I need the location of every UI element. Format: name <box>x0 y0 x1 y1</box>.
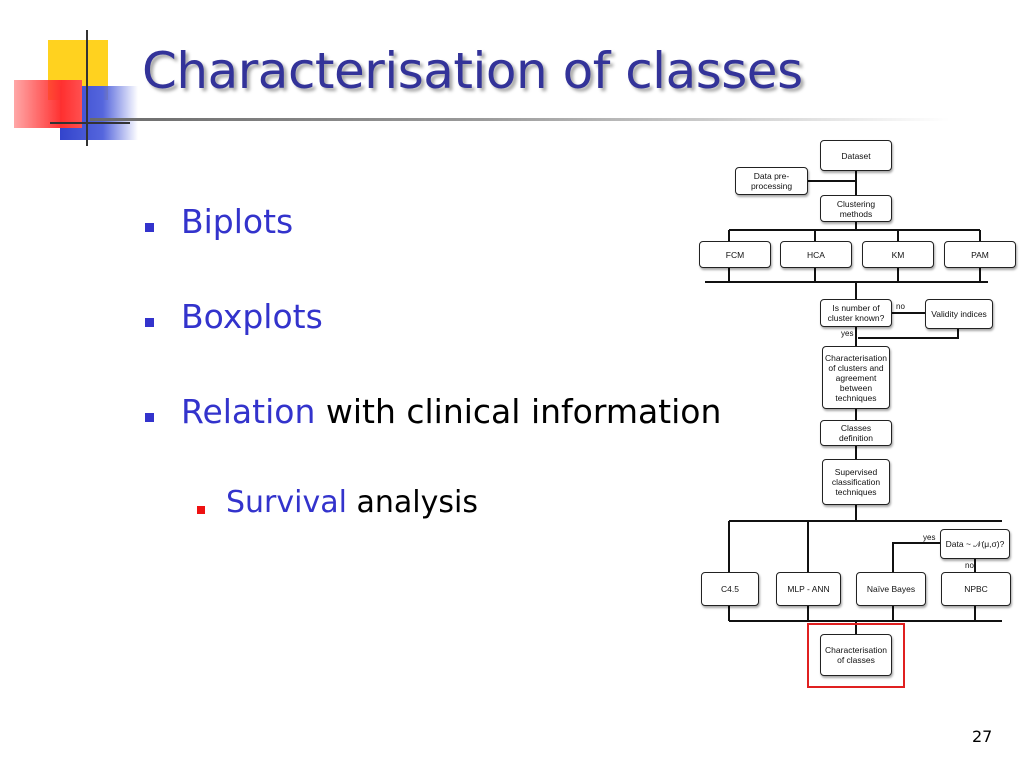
box-c45: C4.5 <box>701 572 759 606</box>
decor-red-square <box>14 80 82 128</box>
label-yes: yes <box>841 329 854 338</box>
label-no: no <box>965 561 974 570</box>
bullet-text: Biplots <box>181 202 294 241</box>
box-classes-definition: Classes definition <box>820 420 892 446</box>
bullet-text: Relation <box>181 392 316 431</box>
bullet-item: Boxplots <box>145 297 323 336</box>
decor-horizontal-line <box>50 122 130 124</box>
label-no: no <box>896 302 905 311</box>
box-supervised-classification: Supervised classification techniques <box>822 459 890 505</box>
bullet-item: Relation with clinical information <box>145 392 721 431</box>
decor-vertical-line <box>86 30 88 146</box>
highlight-box <box>807 623 905 688</box>
box-normality-question: Data ~ 𝒩(μ,σ)? <box>940 529 1010 559</box>
sub-bullet-text: Survival <box>226 485 347 520</box>
square-bullet-icon <box>145 223 154 232</box>
square-bullet-icon <box>145 318 154 327</box>
box-naive-bayes: Naïve Bayes <box>856 572 926 606</box>
box-fcm: FCM <box>699 241 771 268</box>
square-bullet-icon <box>145 413 154 422</box>
bullet-text: Boxplots <box>181 297 323 336</box>
box-characterisation-of-clusters: Characterisation of clusters and agreeme… <box>822 346 890 409</box>
box-data-preprocessing: Data pre-processing <box>735 167 808 195</box>
box-characterisation-of-classes: Characterisation of classes <box>820 634 892 676</box>
label-yes: yes <box>923 533 936 542</box>
box-validity-indices: Validity indices <box>925 299 993 329</box>
box-dataset: Dataset <box>820 140 892 171</box>
bullet-item: Biplots <box>145 202 293 241</box>
box-hca: HCA <box>780 241 852 268</box>
bullet-text: with clinical information <box>315 392 722 431</box>
sub-bullet-item: Survival analysis <box>197 485 478 520</box>
box-km: KM <box>862 241 934 268</box>
box-mlp-ann: MLP - ANN <box>776 572 841 606</box>
slide-title: Characterisation of classes <box>142 42 803 100</box>
sub-bullet-text: analysis <box>346 485 478 520</box>
square-bullet-icon <box>197 506 205 514</box>
box-pam: PAM <box>944 241 1016 268</box>
box-npbc: NPBC <box>941 572 1011 606</box>
page-number: 27 <box>972 727 993 746</box>
title-underline <box>90 118 950 121</box>
